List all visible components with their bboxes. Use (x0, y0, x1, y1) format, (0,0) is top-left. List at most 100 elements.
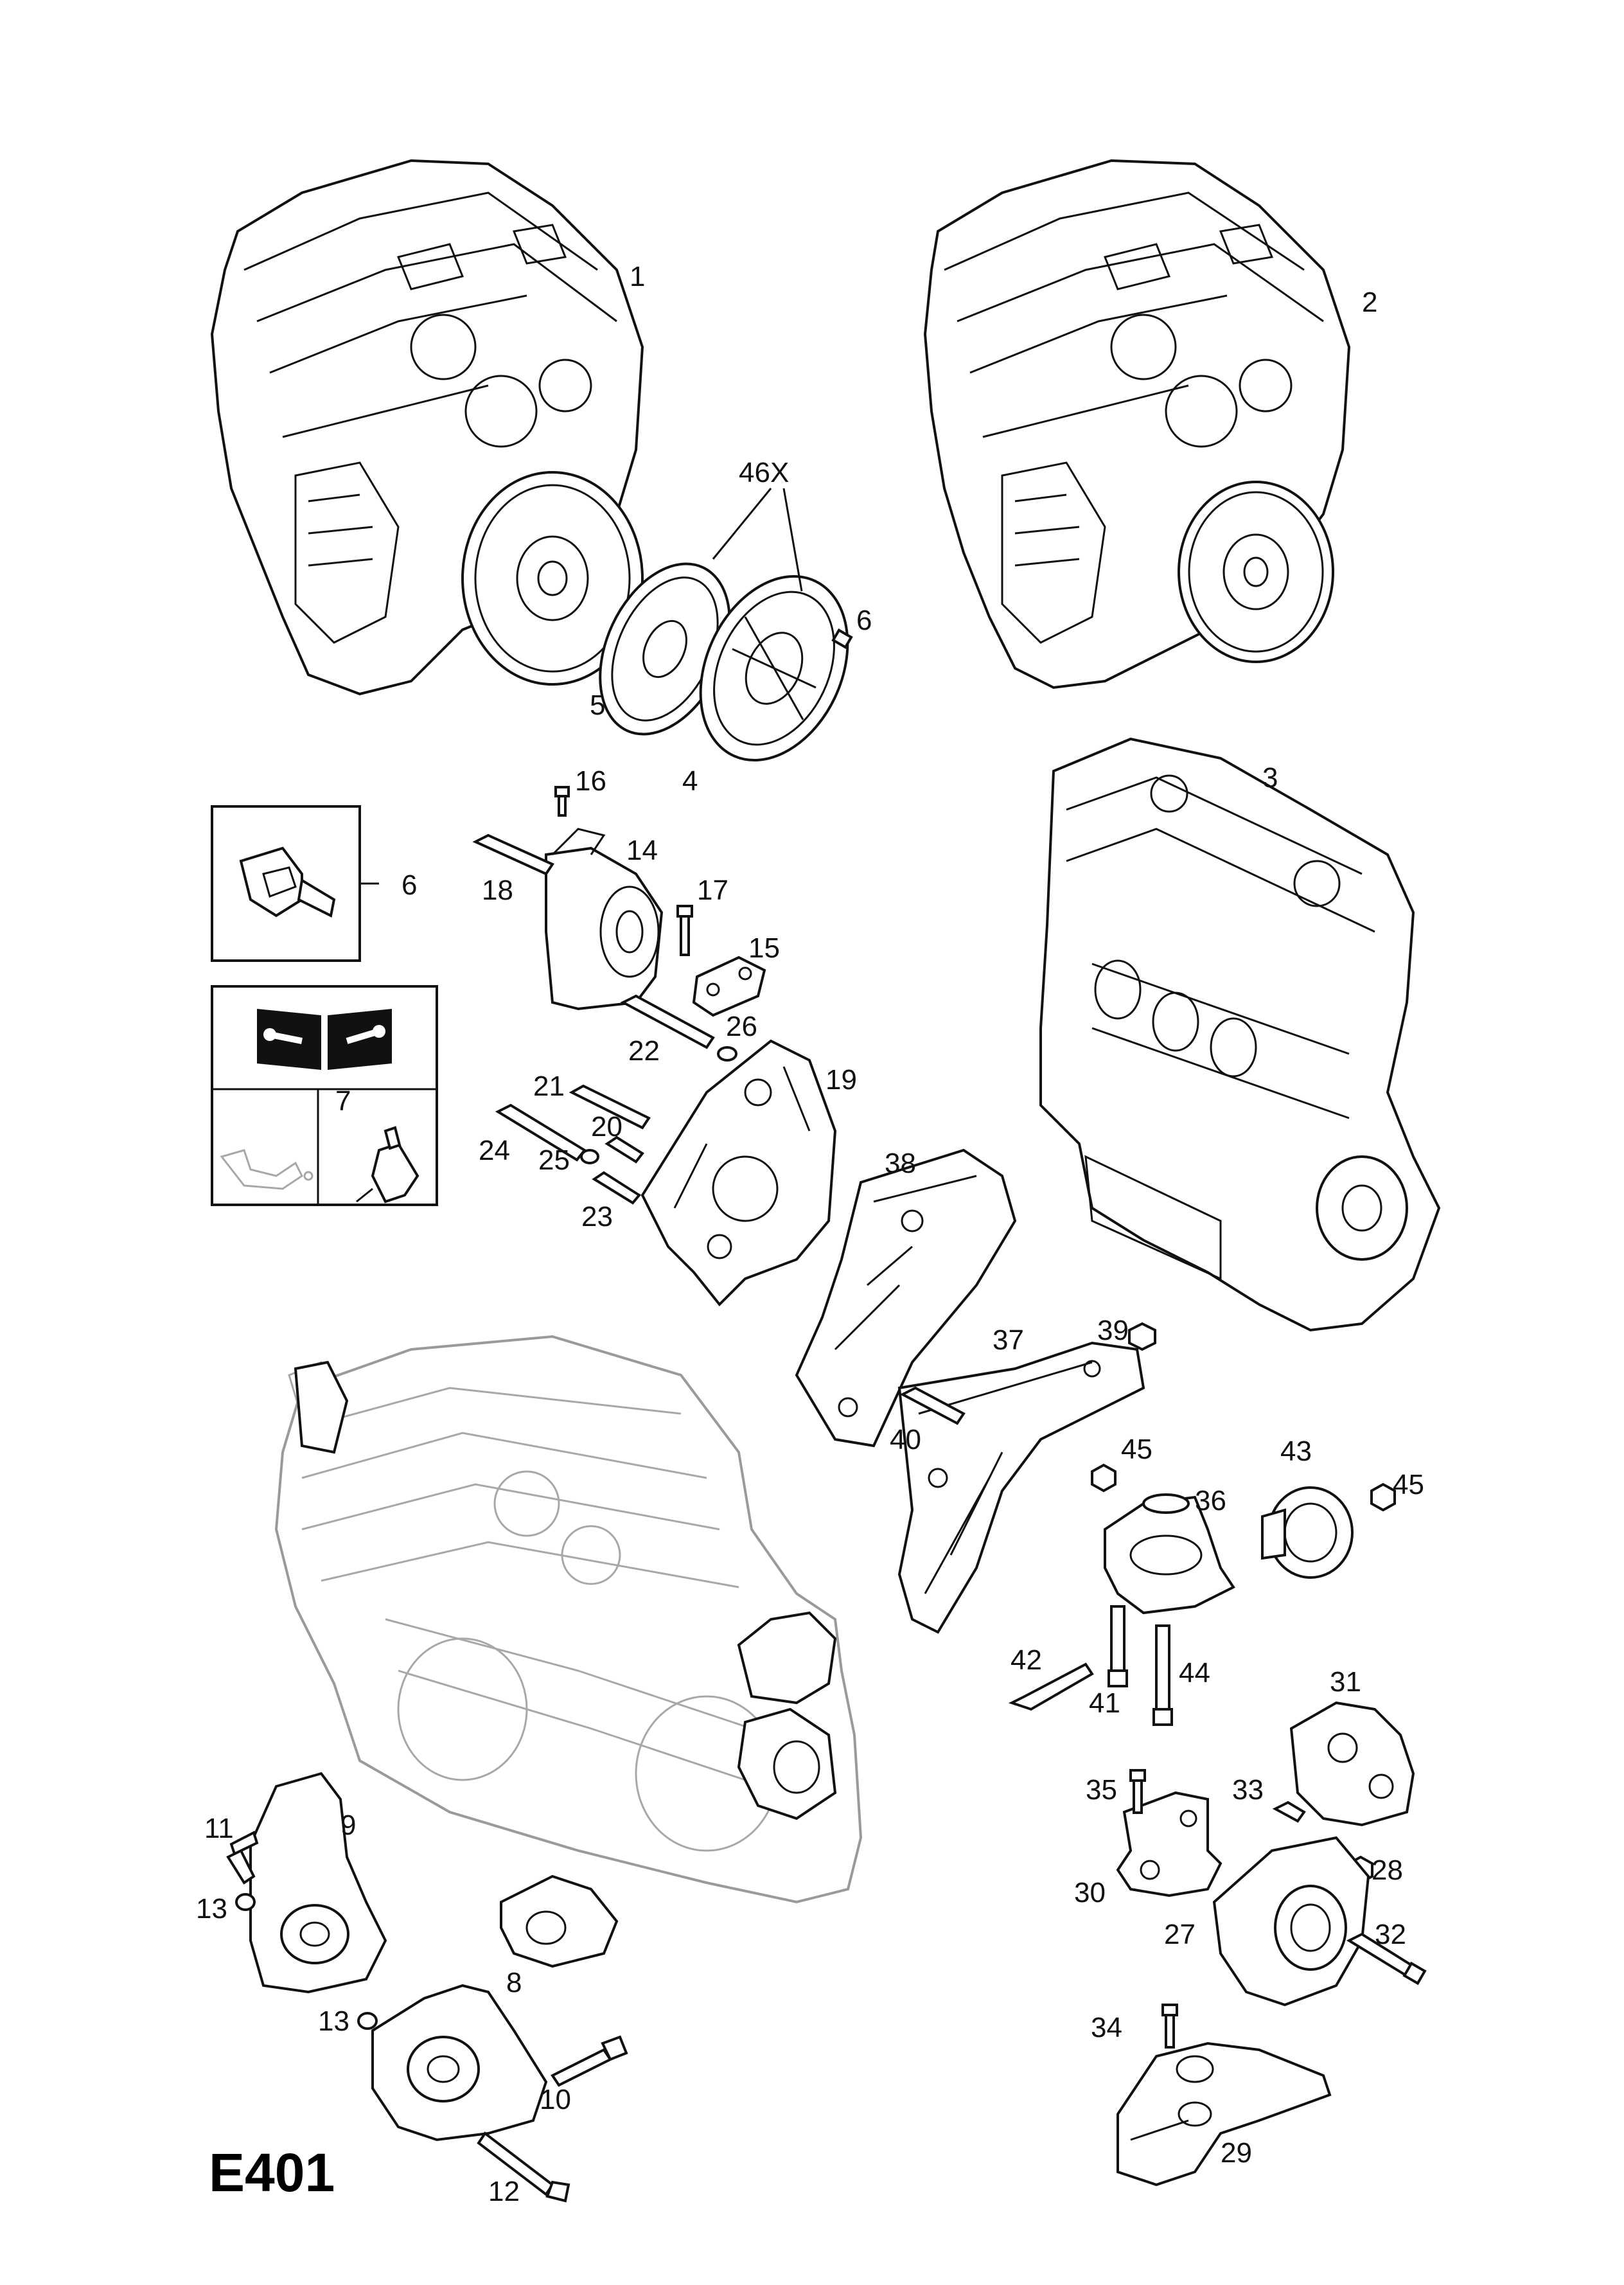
pressure-plate (699, 574, 849, 762)
callout-14: 14 (626, 835, 658, 866)
bolt-11 (226, 1831, 259, 1885)
transmission-mount-assembly (737, 1611, 837, 1820)
bracket-30 (1116, 1791, 1222, 1898)
callout-1: 1 (630, 261, 645, 292)
callout-27: 27 (1164, 1919, 1196, 1950)
callout-12: 12 (488, 2176, 520, 2207)
callout-33: 33 (1232, 1774, 1264, 1806)
callout-3: 3 (1262, 762, 1278, 794)
bolt-16 (554, 786, 570, 817)
bolt-12 (477, 2131, 570, 2203)
nut-45a (1091, 1463, 1116, 1493)
callout-15: 15 (748, 932, 780, 964)
engine-mount-9 (249, 1772, 387, 1994)
bracket-29 (1116, 2041, 1332, 2187)
nut-13b (357, 2012, 378, 2030)
long-block-3 (1039, 737, 1441, 1332)
callout-19: 19 (825, 1064, 857, 1096)
bolt-41 (1108, 1605, 1128, 1687)
engine-transmission-ghost (274, 1335, 863, 1904)
callout-32: 32 (1375, 1919, 1406, 1950)
clutch-disc (599, 562, 731, 736)
callout-4: 4 (682, 765, 698, 797)
washer-25 (580, 1149, 599, 1164)
mount-31 (1289, 1701, 1415, 1827)
stud-20 (605, 1135, 644, 1164)
engine-assembly-2 (923, 159, 1351, 689)
rear-mount-assembly (500, 1874, 619, 1968)
engine-mount-8 (371, 1984, 548, 2142)
callout-41: 41 (1089, 1687, 1120, 1719)
bolt-reference-box (211, 805, 379, 962)
callout-10: 10 (540, 2084, 571, 2115)
front-mount-assembly (294, 1360, 349, 1454)
bracket-19 (640, 1039, 837, 1306)
engine-mount-36 (1104, 1493, 1235, 1615)
bolt-40 (899, 1386, 966, 1425)
callout-20: 20 (591, 1111, 622, 1142)
callout-13-upper: 13 (196, 1893, 227, 1925)
callout-9: 9 (340, 1809, 356, 1841)
clutch-bolt (831, 628, 853, 650)
callout-labels: 1 2 46X 6 5 4 3 16 14 6 18 17 15 22 26 2… (196, 261, 1424, 2207)
leader-46x (712, 488, 803, 592)
mount-27 (1212, 1836, 1370, 2007)
callout-40: 40 (890, 1424, 921, 1455)
callout-31: 31 (1330, 1666, 1361, 1698)
callout-46x: 46X (739, 457, 789, 488)
bracket-15 (692, 956, 766, 1017)
bolt-34 (1161, 2004, 1178, 2049)
bolt-42 (1008, 1662, 1094, 1711)
callout-38: 38 (885, 1148, 916, 1179)
bolt-21 (569, 1084, 651, 1130)
callout-16: 16 (575, 765, 606, 797)
bolt-23 (592, 1171, 641, 1205)
callout-24: 24 (479, 1135, 510, 1166)
callout-25: 25 (538, 1144, 570, 1176)
callout-39: 39 (1097, 1315, 1129, 1346)
callout-44: 44 (1179, 1657, 1210, 1689)
nut-39 (1128, 1322, 1156, 1351)
callout-13-lower: 13 (318, 2005, 349, 2037)
callout-36: 36 (1195, 1485, 1226, 1516)
bolt-22 (620, 994, 715, 1049)
sealant-bottle-icon (356, 1126, 419, 1204)
callout-26: 26 (726, 1011, 757, 1042)
callout-37: 37 (993, 1324, 1024, 1356)
oil-sump-icon (220, 1149, 313, 1190)
callout-11: 11 (204, 1813, 234, 1844)
bracket-38 (795, 1148, 1017, 1448)
service-manual-icon (257, 1009, 392, 1070)
bolt-17 (676, 905, 693, 956)
callout-17: 17 (697, 875, 728, 906)
bolt-33 (1272, 1800, 1306, 1823)
diagram-code: E401 (209, 2142, 335, 2203)
engine-mount-43 (1261, 1486, 1354, 1579)
callout-5: 5 (590, 689, 605, 721)
callout-30: 30 (1074, 1877, 1106, 1908)
callout-35: 35 (1086, 1774, 1117, 1806)
callout-18: 18 (482, 875, 513, 906)
callout-21: 21 (533, 1071, 565, 1102)
bolt-44 (1152, 1624, 1173, 1726)
callout-23: 23 (581, 1201, 613, 1232)
callout-42: 42 (1011, 1644, 1042, 1676)
washer-26 (717, 1046, 737, 1062)
callout-45-left: 45 (1121, 1434, 1152, 1465)
callout-28: 28 (1372, 1854, 1403, 1886)
callout-7: 7 (335, 1085, 351, 1117)
callout-8: 8 (506, 1967, 522, 1998)
nut-45b (1370, 1482, 1396, 1512)
bolt-32 (1346, 1932, 1427, 1986)
callout-6-box: 6 (402, 869, 417, 901)
callout-43: 43 (1280, 1436, 1312, 1467)
callout-29: 29 (1221, 2137, 1252, 2169)
bolt-35 (1129, 1769, 1146, 1814)
callout-6-clutch-bolt: 6 (856, 605, 872, 636)
callout-2: 2 (1362, 287, 1377, 318)
callout-22: 22 (628, 1035, 660, 1067)
bolt-10 (551, 2035, 628, 2087)
engine-mount-14 (545, 828, 664, 1011)
nut-13a (235, 1893, 256, 1911)
